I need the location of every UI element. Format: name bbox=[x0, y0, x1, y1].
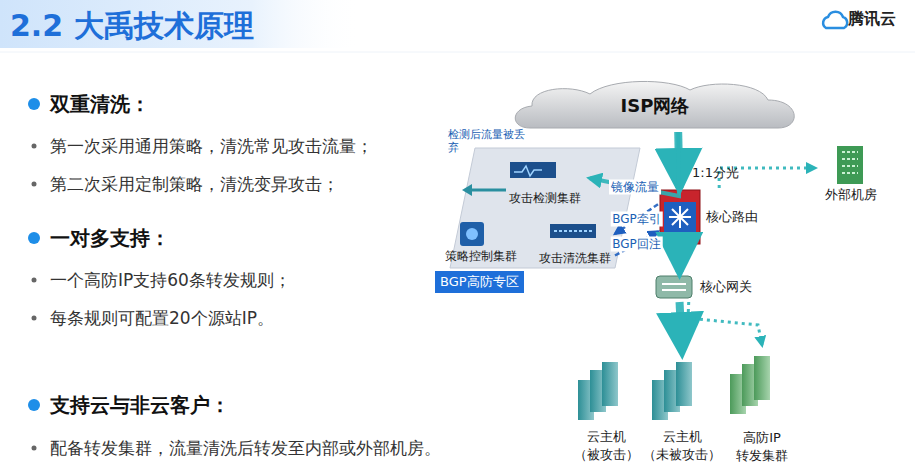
core-gateway: 核心网关 bbox=[652, 272, 754, 302]
bullet-heading: 一对多支持： bbox=[50, 225, 170, 252]
clean-icon bbox=[550, 224, 596, 238]
gateway-icon bbox=[656, 276, 692, 298]
bullet-item: 配备转发集群，流量清洗后转发至内部或外部机房。 bbox=[50, 437, 441, 460]
flow-connector bbox=[680, 302, 682, 352]
clean-cluster-text: 攻击清洗集群 bbox=[539, 250, 611, 267]
cloud-host: 云主机 （被攻击） bbox=[568, 352, 644, 464]
edge-label: BGP回注 bbox=[610, 236, 663, 251]
core-router: 核心路由 bbox=[658, 188, 760, 246]
isp-cloud: ISP网络 bbox=[510, 80, 800, 132]
flow-connector bbox=[590, 132, 679, 196]
policy-cluster: 策略控制集群 bbox=[443, 219, 519, 265]
splitter-label: 1:1分光 bbox=[692, 164, 739, 182]
external-room-text: 外部机房 bbox=[825, 186, 877, 204]
deco-line bbox=[0, 52, 915, 53]
edge-label: BGP牵引 bbox=[610, 212, 663, 227]
core-gateway-text: 核心网关 bbox=[700, 278, 752, 296]
bullet-dots bbox=[28, 98, 40, 451]
policy-cluster-text: 策略控制集群 bbox=[445, 248, 517, 265]
discard-arrowhead bbox=[462, 184, 472, 196]
logo-cloud bbox=[823, 12, 847, 28]
core-router-text: 核心路由 bbox=[706, 208, 758, 226]
cloud-host-text: 云主机 （被攻击） bbox=[568, 428, 644, 464]
bullet-item: 每条规则可配置20个源站IP。 bbox=[50, 307, 274, 330]
cloud-host-text: 云主机 （未被攻击） bbox=[642, 428, 722, 464]
flow-connector bbox=[675, 246, 683, 272]
edge-label: 镜像流量 bbox=[609, 180, 661, 195]
forward-cluster bbox=[730, 356, 770, 414]
cloud-host: 云主机 （未被攻击） bbox=[642, 352, 722, 464]
bullet-heading: 双重清洗： bbox=[50, 91, 150, 118]
policy-icon bbox=[460, 222, 484, 246]
bullet-item: 一个高防IP支持60条转发规则； bbox=[50, 269, 291, 292]
clean-cluster: 攻击清洗集群 bbox=[535, 221, 615, 267]
flow-connector bbox=[688, 302, 762, 345]
forward-cluster-text: 高防IP 转发集群 bbox=[720, 429, 804, 465]
discard-arrow bbox=[470, 189, 506, 192]
slide-title: 2.2 大禹技术原理 bbox=[10, 6, 254, 47]
detect-cluster-text: 攻击检测集群 bbox=[509, 190, 581, 207]
building-icon bbox=[837, 146, 863, 184]
bgp-zone-text: BGP高防专区 bbox=[435, 271, 524, 293]
external-room: 外部机房 bbox=[815, 142, 887, 204]
forward-cluster: 高防IP 转发集群 bbox=[720, 345, 804, 465]
detect-cluster: 攻击检测集群 bbox=[500, 159, 590, 207]
discard-note: 检测后流量被丢弃 bbox=[448, 128, 526, 154]
host-normal bbox=[652, 362, 692, 420]
detection-icon bbox=[510, 162, 556, 178]
bullet-item: 第二次采用定制策略，清洗变异攻击； bbox=[50, 173, 339, 196]
title-banner bbox=[0, 0, 360, 48]
host-attacked bbox=[578, 362, 618, 420]
bullet-heading: 支持云与非云客户： bbox=[50, 392, 230, 419]
isp-cloud-text: ISP网络 bbox=[621, 94, 690, 118]
bullet-item: 第一次采用通用策略，清洗常见攻击流量； bbox=[50, 135, 373, 158]
logo-text: 腾讯云 bbox=[848, 9, 896, 30]
